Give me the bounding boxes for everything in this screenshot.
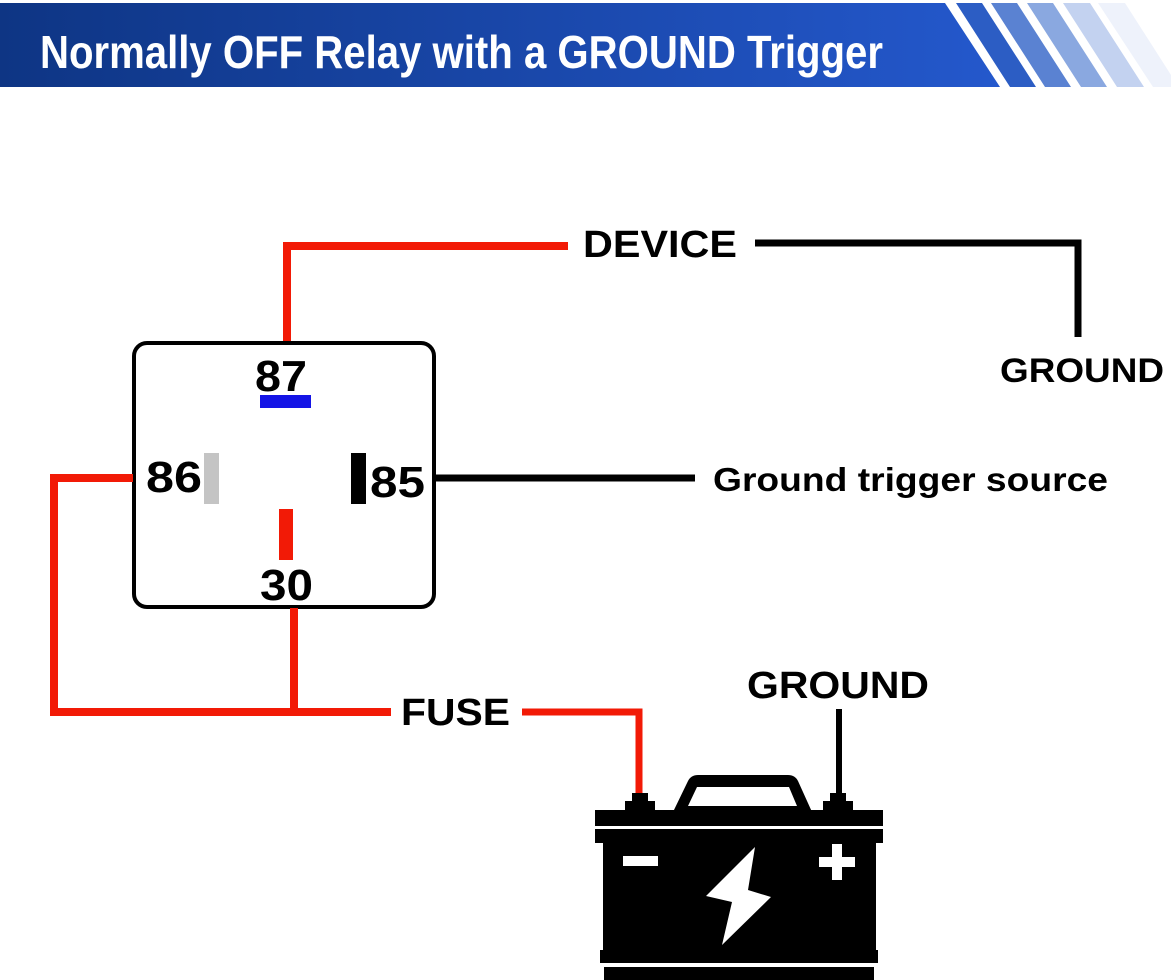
title-banner: Normally OFF Relay with a GROUND Trigger (0, 3, 1171, 87)
battery-handle (673, 775, 812, 812)
battery-positive-icon (819, 844, 855, 880)
pin-87-label: 87 (255, 352, 307, 401)
battery-terminal-left-base (625, 801, 655, 811)
battery-terminal-right-post (830, 793, 846, 803)
pin-86-marker (204, 453, 219, 504)
banner-stripe-1 (956, 3, 1036, 87)
banner-stripe-4 (1063, 3, 1144, 87)
banner-title: Normally OFF Relay with a GROUND Trigger (40, 26, 883, 78)
fuse-label: FUSE (401, 692, 510, 734)
pin-85-marker (351, 453, 366, 504)
battery-terminal-right-base (823, 801, 853, 811)
wire-87-to-device (283, 242, 568, 342)
banner-background (0, 3, 1000, 87)
banner-stripe-2 (991, 3, 1071, 87)
pin-86-label: 86 (146, 453, 202, 502)
battery-base (604, 967, 874, 980)
pin-85-label: 85 (370, 458, 425, 507)
banner-stripe-5 (1098, 3, 1171, 87)
device-ground-label: GROUND (1000, 352, 1164, 390)
battery-lid (595, 810, 883, 826)
battery-negative-icon (623, 856, 658, 866)
relay-body (132, 341, 436, 609)
relay: 87 86 85 30 (132, 341, 436, 610)
wire-86-to-fuse (50, 474, 391, 716)
pin-30-label: 30 (260, 561, 313, 610)
pin-87-marker (260, 395, 311, 408)
device-label: DEVICE (583, 224, 737, 266)
battery-ground-label: GROUND (747, 665, 929, 707)
banner-stripe-3 (1027, 3, 1107, 87)
ground-trigger-label: Ground trigger source (713, 461, 1108, 498)
battery-lid-band (595, 829, 883, 843)
wire-device-to-ground (755, 239, 1082, 337)
pin-30-marker (279, 509, 293, 560)
lightning-bolt-icon (706, 847, 771, 945)
wire-fuse-to-battery-positive (522, 708, 643, 795)
battery-icon (595, 775, 883, 980)
battery-base-flare (600, 950, 878, 963)
battery-terminal-left-post (632, 793, 648, 803)
